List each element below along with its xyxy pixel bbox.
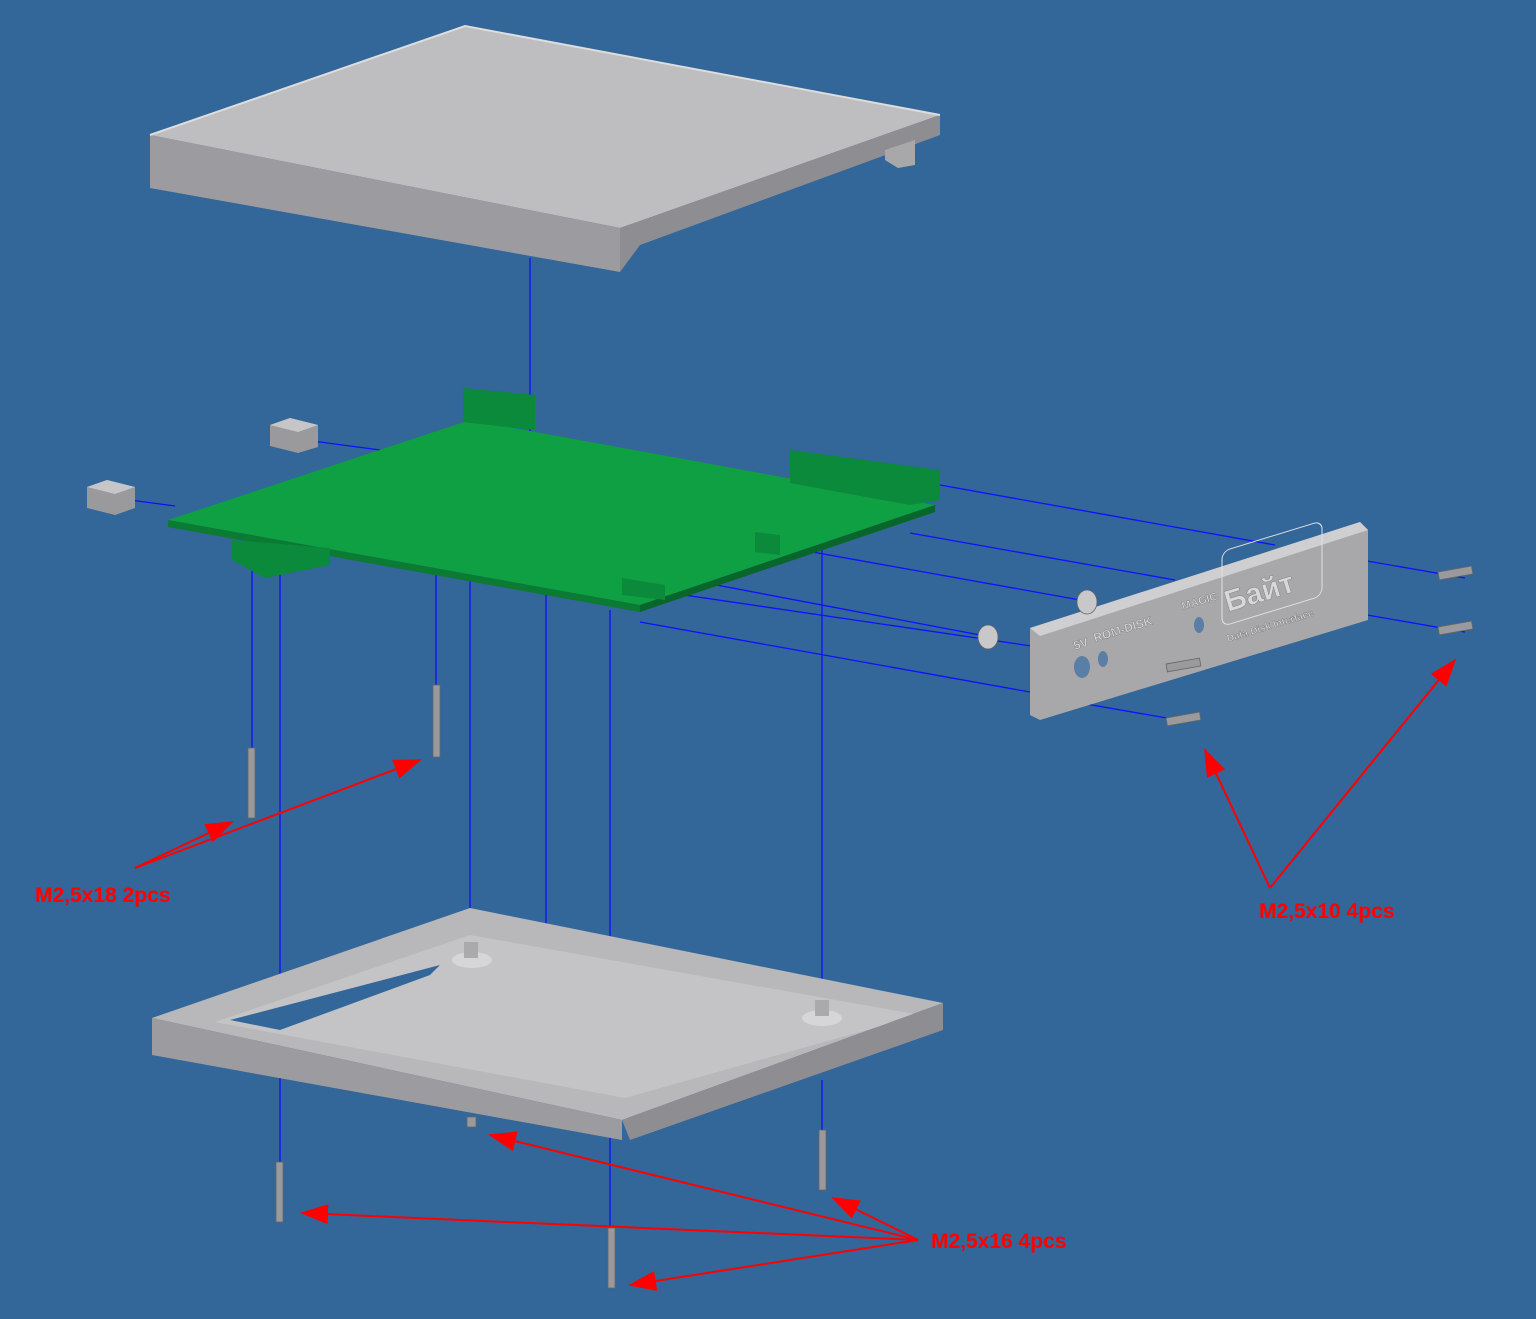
top-cover: [149, 24, 941, 272]
screw-m2-5x16: [466, 1116, 477, 1128]
standoff-block: [87, 480, 135, 515]
screw-m2-5x10: [1437, 620, 1474, 636]
callout-arrows: [134, 658, 1457, 1291]
bottom-case: [152, 908, 943, 1140]
screw-m2-5x18: [247, 747, 256, 819]
screw-m2-5x10: [1165, 657, 1202, 673]
screw-m2-5x18: [432, 684, 441, 758]
washer: [1076, 589, 1098, 615]
screw-m2-5x16: [818, 1129, 827, 1191]
callout-screws-m2-5x10: M2,5x10 4pcs: [1259, 900, 1395, 923]
screw-m2-5x16: [275, 1161, 284, 1223]
front-panel: 5V ROM-DISK MAGIC Байт Data Disk Interfa…: [1030, 522, 1368, 720]
standoff-block: [270, 418, 318, 453]
edge-connector: [790, 450, 940, 505]
connector: [463, 388, 535, 430]
assembly-lines: [129, 258, 1466, 1235]
screw-m2-5x10: [1437, 565, 1474, 581]
screw-m2-5x16: [607, 1227, 616, 1289]
callout-screws-m2-5x18: M2,5x18 2pcs: [35, 884, 171, 907]
screw-m2-5x10: [1165, 711, 1202, 727]
screws: [247, 565, 1474, 1289]
callout-screws-m2-5x16: M2,5x16 4pcs: [931, 1230, 1067, 1253]
pcb-board: [168, 388, 940, 612]
washer: [977, 624, 999, 650]
voltage-label: 5V: [1072, 635, 1090, 653]
